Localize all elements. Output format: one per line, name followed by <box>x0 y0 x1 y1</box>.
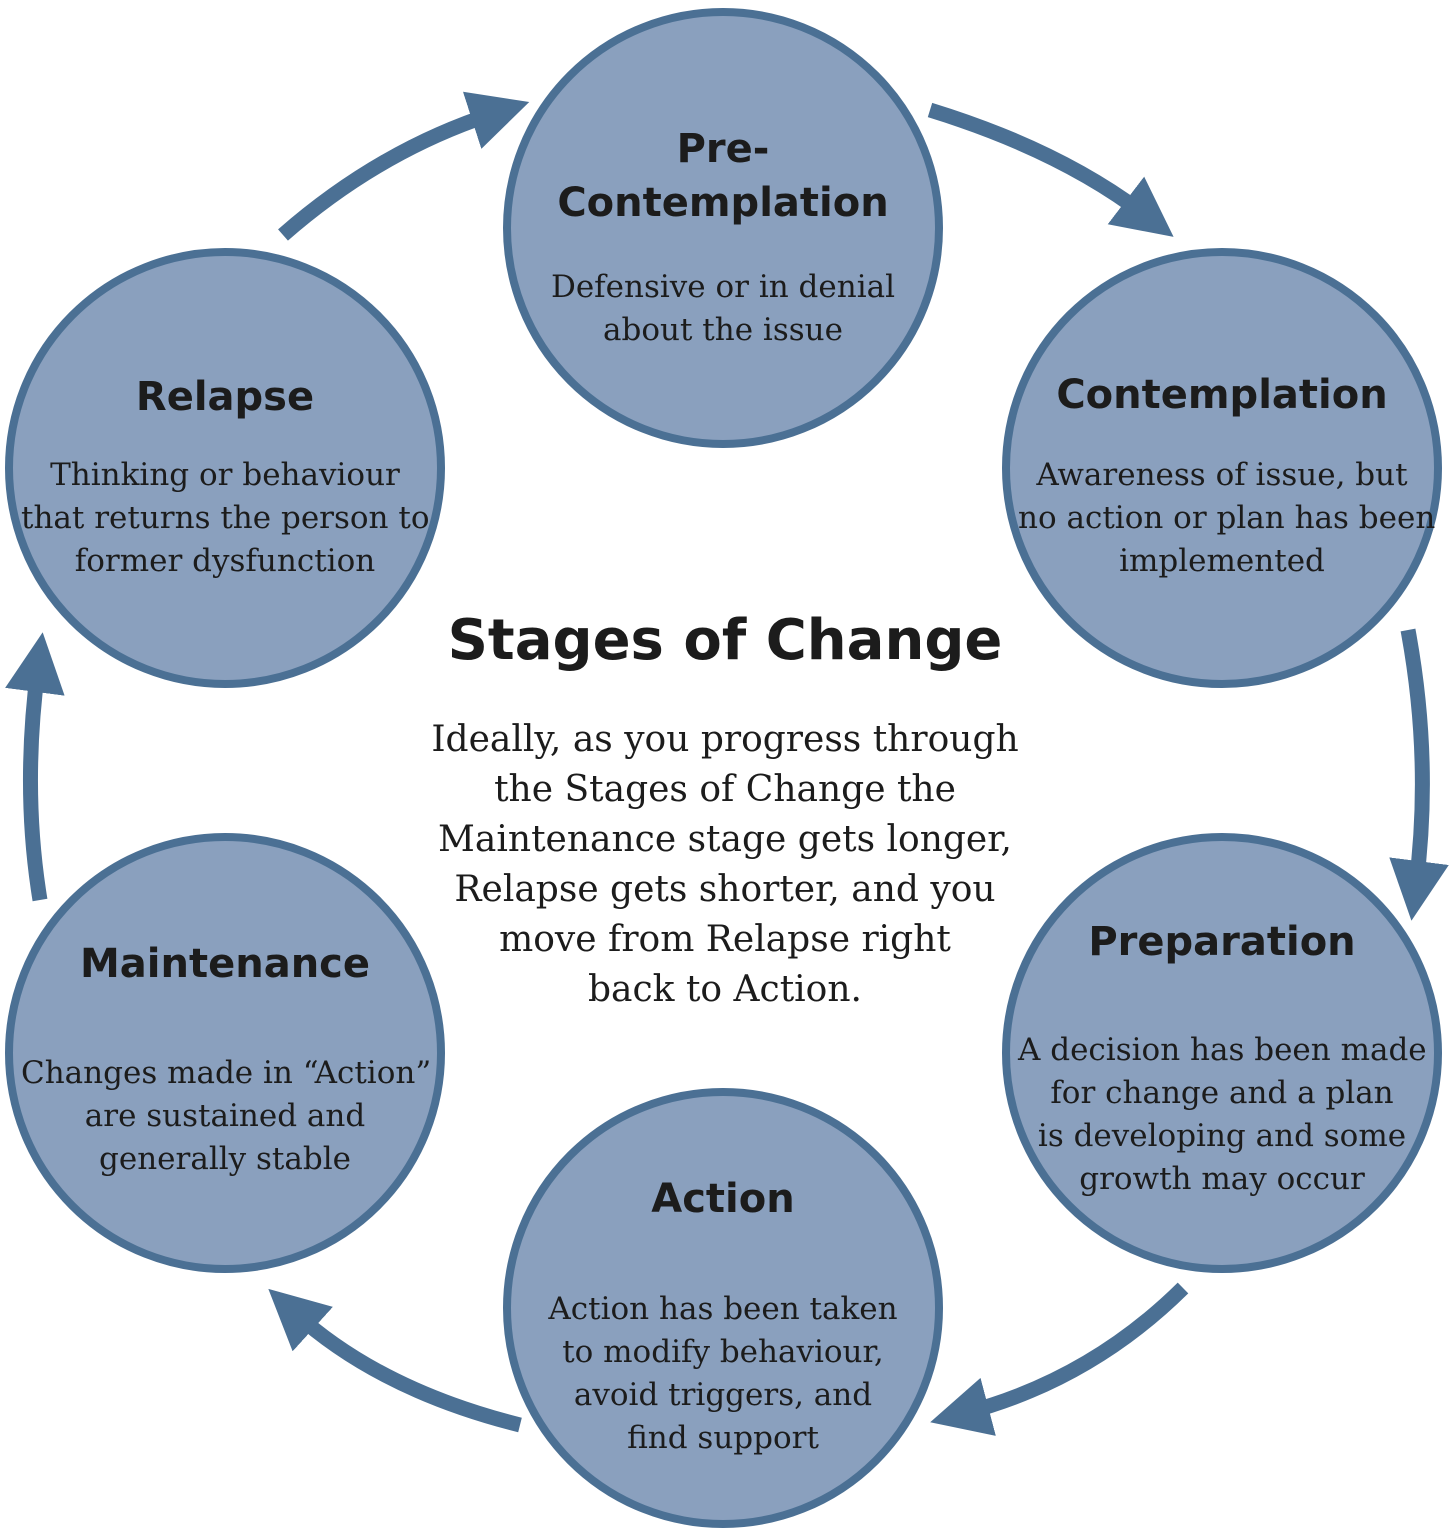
arrow-contemplation-to-preparation <box>1389 628 1449 921</box>
stage-description: Awareness of issue, but no action or pla… <box>1018 457 1436 579</box>
arrow-relapse-to-pre-contemplation <box>278 91 530 241</box>
stage-relapse: Relapse Thinking or behaviour that retur… <box>5 248 445 688</box>
stage-description: Changes made in “Action” are sustained a… <box>21 1055 432 1177</box>
stage-pre-contemplation: Pre- Contemplation Defensive or in denia… <box>503 8 943 448</box>
diagram-description: Ideally, as you progress through the Sta… <box>431 719 1019 1010</box>
stage-description: Defensive or in denial about the issue <box>550 269 896 348</box>
stage-action: Action Action has been taken to modify b… <box>503 1088 943 1528</box>
stage-maintenance: Maintenance Changes made in “Action” are… <box>5 833 445 1273</box>
stage-title: Contemplation <box>1056 372 1388 418</box>
stage-contemplation: Contemplation Awareness of issue, but no… <box>1002 248 1442 688</box>
stage-description: Thinking or behaviour that returns the p… <box>21 457 430 579</box>
stage-title: Preparation <box>1088 919 1356 965</box>
stage-title: Relapse <box>135 374 315 420</box>
stage-description: A decision has been made for change and … <box>1018 1032 1427 1197</box>
arrow-maintenance-to-relapse <box>5 632 65 902</box>
stage-title: Action <box>651 1176 795 1222</box>
diagram-title: Stages of Change <box>447 608 1003 673</box>
arrow-preparation-to-action <box>930 1282 1189 1436</box>
arrow-action-to-maintenance <box>268 1288 522 1433</box>
arrow-pre-contemplation-to-contemplation <box>927 102 1174 237</box>
stage-preparation: Preparation A decision has been made for… <box>1002 833 1442 1273</box>
stage-title: Maintenance <box>79 941 371 987</box>
stage-description: Action has been taken to modify behaviou… <box>548 1291 898 1456</box>
stage-title: Pre- Contemplation <box>557 126 889 226</box>
